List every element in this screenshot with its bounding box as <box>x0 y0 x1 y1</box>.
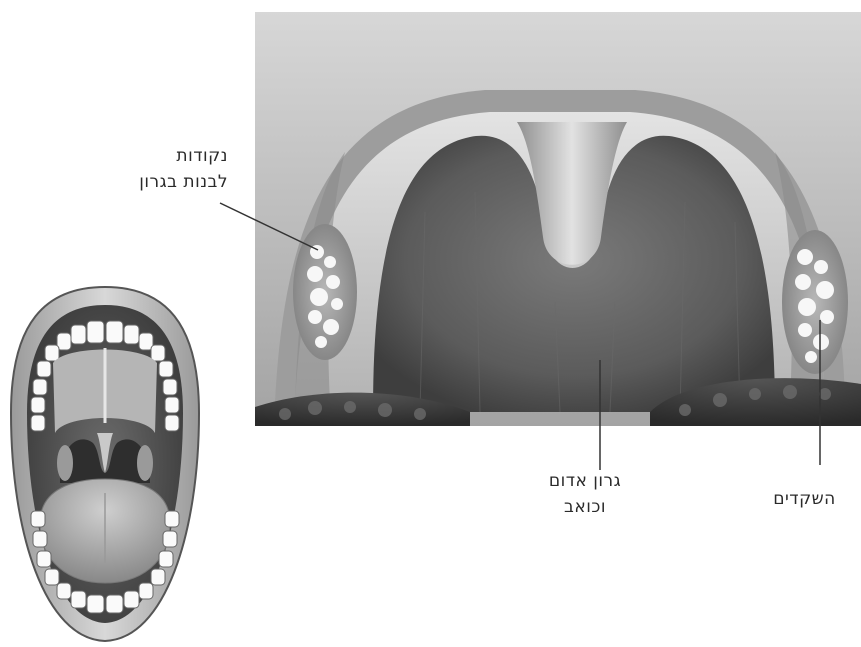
label-white-spots-line2: לבנות בגרון <box>78 169 228 195</box>
label-red-throat: גרון אדום וכואב <box>505 468 665 520</box>
label-tonsils-text: השקדים <box>748 486 861 512</box>
label-white-spots-line1: נקודות <box>78 143 228 169</box>
label-red-throat-line2: וכואב <box>505 494 665 520</box>
label-red-throat-line1: גרון אדום <box>505 468 665 494</box>
open-mouth-illustration <box>5 283 205 645</box>
label-white-spots: נקודות לבנות בגרון <box>78 143 228 195</box>
leader-white-spots <box>220 203 318 250</box>
label-tonsils: השקדים <box>748 486 861 512</box>
